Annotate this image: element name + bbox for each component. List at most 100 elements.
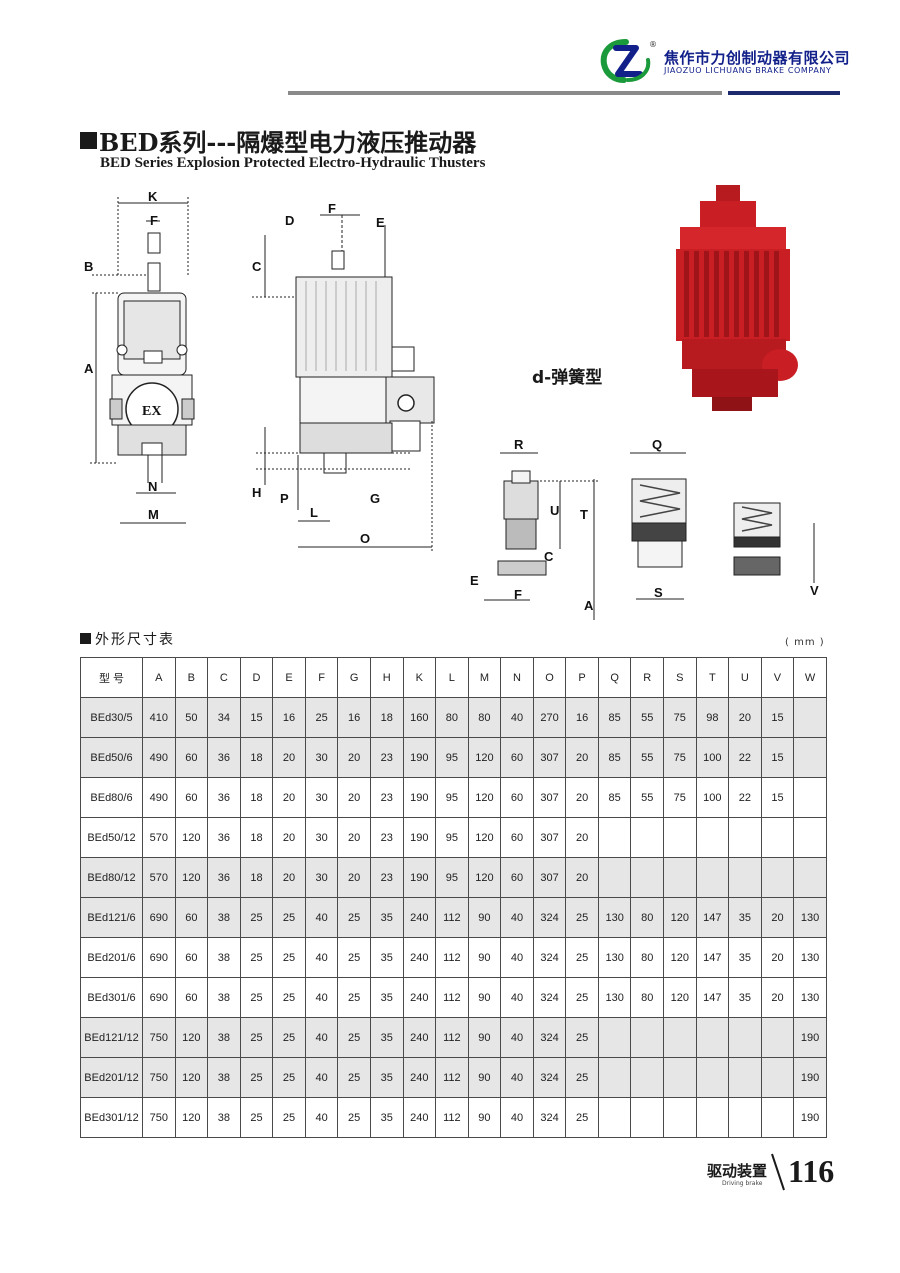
cell-model: BEd201/6	[80, 937, 143, 978]
cell-value: 22	[728, 737, 762, 778]
cell-value: 190	[793, 1057, 827, 1098]
header-col-r: R	[630, 657, 664, 698]
dim-label-a-front: A	[84, 361, 94, 376]
cell-value: 25	[239, 897, 274, 938]
thruster-product-photo	[676, 185, 798, 411]
dim-label-m: M	[148, 507, 159, 522]
cell-value: 35	[369, 977, 404, 1018]
cell-value: 60	[500, 777, 534, 818]
cell-value	[597, 1097, 632, 1138]
table-caption: 外形尺寸表	[95, 632, 175, 648]
table-unit: ( mm )	[785, 637, 825, 648]
cell-value: 35	[369, 897, 404, 938]
header-rule-gray	[288, 91, 722, 95]
cell-value: 20	[565, 817, 599, 858]
cell-value: 90	[467, 1097, 502, 1138]
cell-value: 120	[174, 1057, 209, 1098]
cell-value: 120	[663, 977, 697, 1018]
cell-value: 38	[207, 1057, 241, 1098]
dim-label-f-side: F	[328, 201, 336, 216]
cell-value	[760, 1057, 795, 1098]
cell-value	[663, 1097, 697, 1138]
cell-value: 307	[532, 817, 567, 858]
cell-value: 75	[663, 737, 697, 778]
cell-value: 690	[142, 977, 176, 1018]
cell-value: 160	[402, 697, 437, 738]
cell-value	[793, 857, 827, 898]
cell-value: 120	[174, 1017, 209, 1058]
cell-value	[630, 817, 664, 858]
front-view-drawing	[90, 197, 195, 524]
dim-label-s: S	[654, 585, 663, 600]
cell-value: 25	[304, 697, 339, 738]
cell-value	[597, 1057, 632, 1098]
cell-value: 25	[565, 937, 599, 978]
cell-value	[663, 1017, 697, 1058]
cell-value: 130	[597, 937, 632, 978]
cell-value	[760, 1017, 795, 1058]
dim-label-e-side: E	[376, 215, 385, 230]
cell-value: 25	[337, 897, 371, 938]
cell-value: 20	[272, 737, 306, 778]
header-col-f: F	[304, 657, 339, 698]
cell-value: 25	[565, 977, 599, 1018]
cell-value: 40	[304, 1097, 339, 1138]
cell-value: 20	[272, 817, 306, 858]
cell-value: 112	[435, 1017, 469, 1058]
header-col-t: T	[695, 657, 730, 698]
cell-value: 35	[369, 1097, 404, 1138]
cell-value: 55	[630, 697, 664, 738]
cell-model: BEd50/12	[80, 817, 143, 858]
cell-value: 40	[304, 977, 339, 1018]
dim-label-l: L	[310, 505, 318, 520]
cell-value: 30	[304, 857, 339, 898]
dim-label-d: D	[285, 213, 294, 228]
cell-value: 15	[760, 777, 795, 818]
cell-model: BEd80/12	[80, 857, 143, 898]
cell-value	[663, 817, 697, 858]
cell-value: 20	[337, 777, 371, 818]
footer-slash-divider	[771, 1153, 785, 1191]
cell-value	[597, 857, 632, 898]
cell-model: BEd30/5	[80, 697, 143, 738]
page-number: 116	[788, 1153, 835, 1189]
cell-value	[663, 857, 697, 898]
cell-value: 120	[467, 817, 502, 858]
cell-value: 35	[369, 1017, 404, 1058]
cell-value: 190	[793, 1017, 827, 1058]
cell-value: 25	[239, 1097, 274, 1138]
dim-label-k: K	[148, 189, 158, 204]
cell-model: BEd201/12	[80, 1057, 143, 1098]
cell-value: 20	[728, 697, 762, 738]
cell-value: 25	[337, 977, 371, 1018]
dim-label-f-front: F	[150, 213, 158, 228]
cell-value: 38	[207, 937, 241, 978]
cell-value	[728, 817, 762, 858]
cell-value: 85	[597, 777, 632, 818]
cell-value: 100	[695, 777, 730, 818]
header-col-m: M	[467, 657, 502, 698]
dim-label-r: R	[514, 437, 524, 452]
cell-value: 25	[272, 937, 306, 978]
lichuang-logo-icon	[600, 39, 651, 83]
cell-value: 190	[402, 857, 437, 898]
cell-value: 80	[467, 697, 502, 738]
cell-value: 490	[142, 777, 176, 818]
cell-model: BEd80/6	[80, 777, 143, 818]
dim-label-c-spring: C	[544, 549, 554, 564]
cell-value: 23	[369, 777, 404, 818]
cell-value: 130	[793, 977, 827, 1018]
cell-value: 90	[467, 1017, 502, 1058]
dim-label-h: H	[252, 485, 261, 500]
cell-value: 120	[467, 857, 502, 898]
cell-value: 95	[435, 857, 469, 898]
cell-value: 90	[467, 937, 502, 978]
spring-type-label: d-弹簧型	[532, 368, 603, 388]
cell-value: 25	[239, 1057, 274, 1098]
cell-value	[597, 1017, 632, 1058]
cell-value	[760, 1097, 795, 1138]
